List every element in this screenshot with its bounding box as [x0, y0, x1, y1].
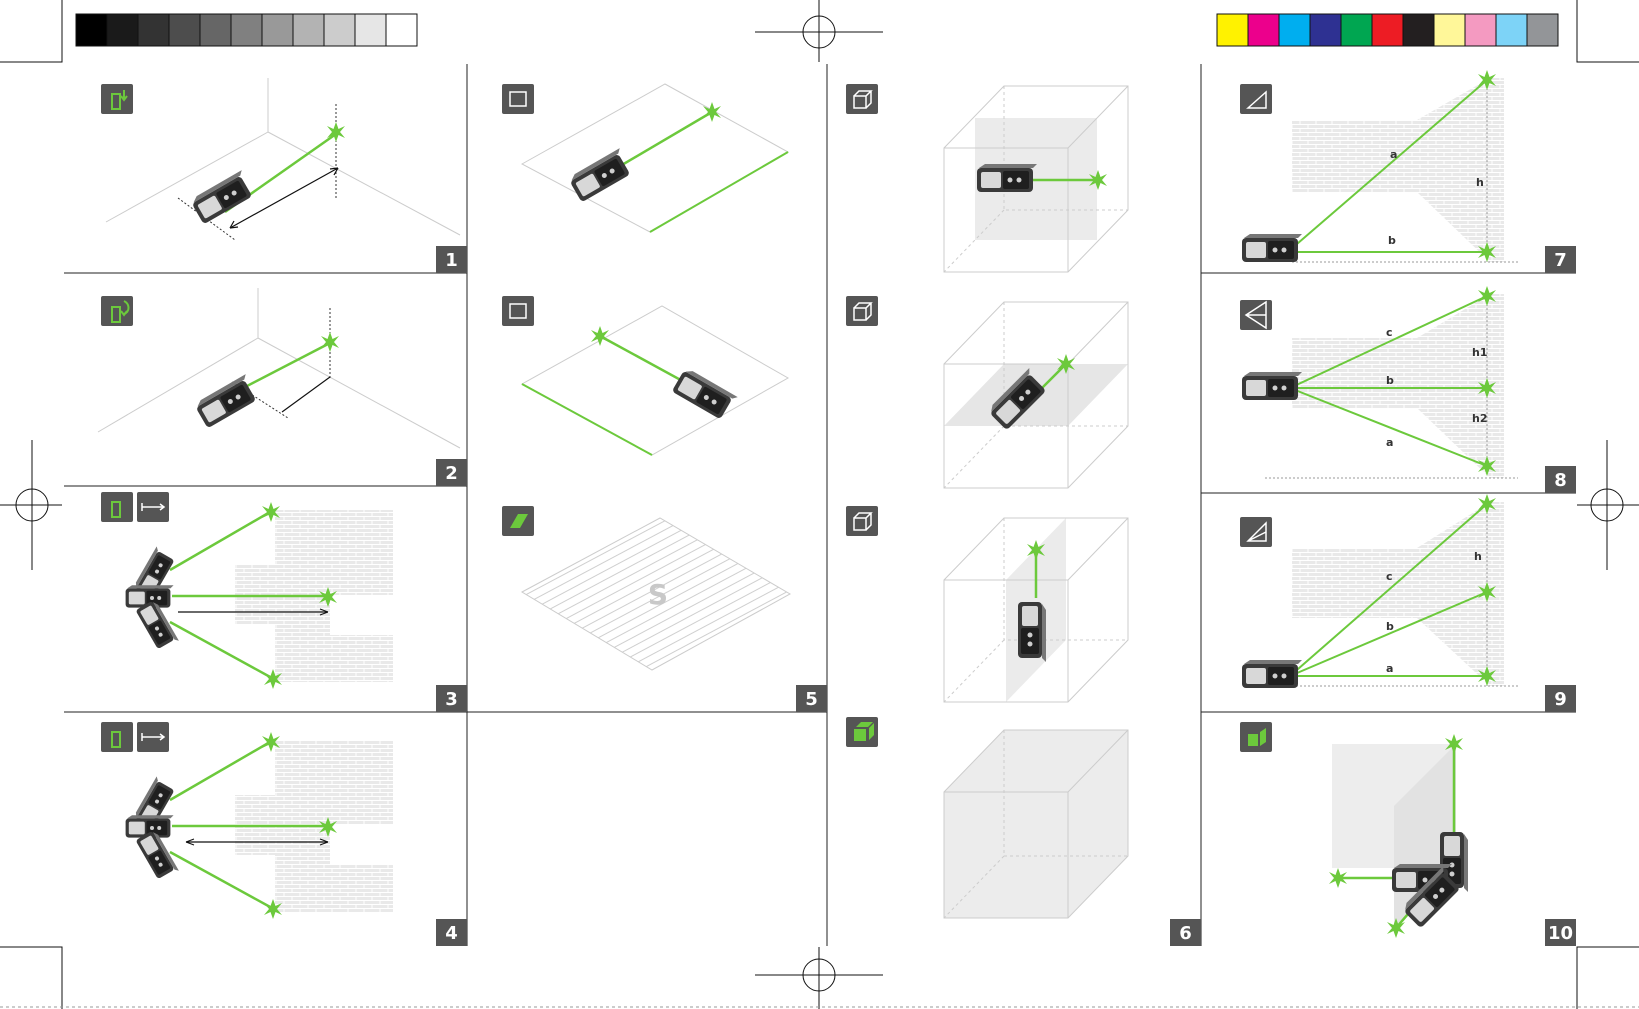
color-calibration-bar: [1217, 14, 1558, 46]
panel-number: 10: [1548, 923, 1573, 944]
color-swatch: [200, 14, 231, 46]
panel-2: 2: [98, 288, 467, 486]
color-swatch: [1372, 14, 1403, 46]
label-c: c: [1386, 570, 1393, 583]
panel-number: 8: [1554, 470, 1567, 491]
color-swatch: [1217, 14, 1248, 46]
color-swatch: [138, 14, 169, 46]
panel-number: 7: [1554, 250, 1567, 271]
color-swatch: [1248, 14, 1279, 46]
panel-8: c b a h1 h2 8: [1240, 286, 1576, 493]
label-c: c: [1386, 326, 1393, 339]
color-swatch: [1465, 14, 1496, 46]
panel-4: 4: [101, 722, 467, 946]
label-b: b: [1386, 620, 1394, 633]
color-swatch: [355, 14, 386, 46]
label-a: a: [1386, 662, 1393, 675]
panel-number: 6: [1179, 923, 1192, 944]
panel-number: 3: [445, 689, 458, 710]
color-swatch: [1341, 14, 1372, 46]
color-swatch: [107, 14, 138, 46]
color-swatch: [324, 14, 355, 46]
color-swatch: [1310, 14, 1341, 46]
color-swatch: [386, 14, 417, 46]
color-swatch: [1496, 14, 1527, 46]
panel-number: 2: [445, 463, 458, 484]
label-b: b: [1388, 234, 1396, 247]
label-a: a: [1390, 148, 1397, 161]
label-h: h: [1476, 176, 1484, 189]
color-swatch: [169, 14, 200, 46]
panel-6: 6: [846, 84, 1201, 946]
panel-9: c b a h 9: [1240, 494, 1576, 712]
panel-number: 1: [445, 250, 458, 271]
panel-number: 4: [445, 923, 458, 944]
color-swatch: [1279, 14, 1310, 46]
color-swatch: [1527, 14, 1558, 46]
panel-3: 3: [101, 492, 467, 712]
label-b: b: [1386, 374, 1394, 387]
panel-number: 9: [1554, 689, 1567, 710]
label-h2: h2: [1472, 412, 1488, 425]
color-swatch: [1403, 14, 1434, 46]
color-swatch: [293, 14, 324, 46]
panel-10: 10: [1240, 722, 1576, 946]
area-symbol: S: [648, 578, 668, 611]
color-swatch: [262, 14, 293, 46]
color-swatch: [1434, 14, 1465, 46]
panel-7: a b h 7: [1240, 70, 1576, 273]
color-swatch: [76, 14, 107, 46]
panel-5: S 5: [502, 84, 827, 712]
color-swatch: [231, 14, 262, 46]
label-h: h: [1474, 550, 1482, 563]
label-a: a: [1386, 436, 1393, 449]
gray-calibration-bar: [76, 14, 417, 46]
panel-number: 5: [805, 689, 818, 710]
panel-1: 1: [101, 78, 467, 273]
label-h1: h1: [1472, 346, 1488, 359]
